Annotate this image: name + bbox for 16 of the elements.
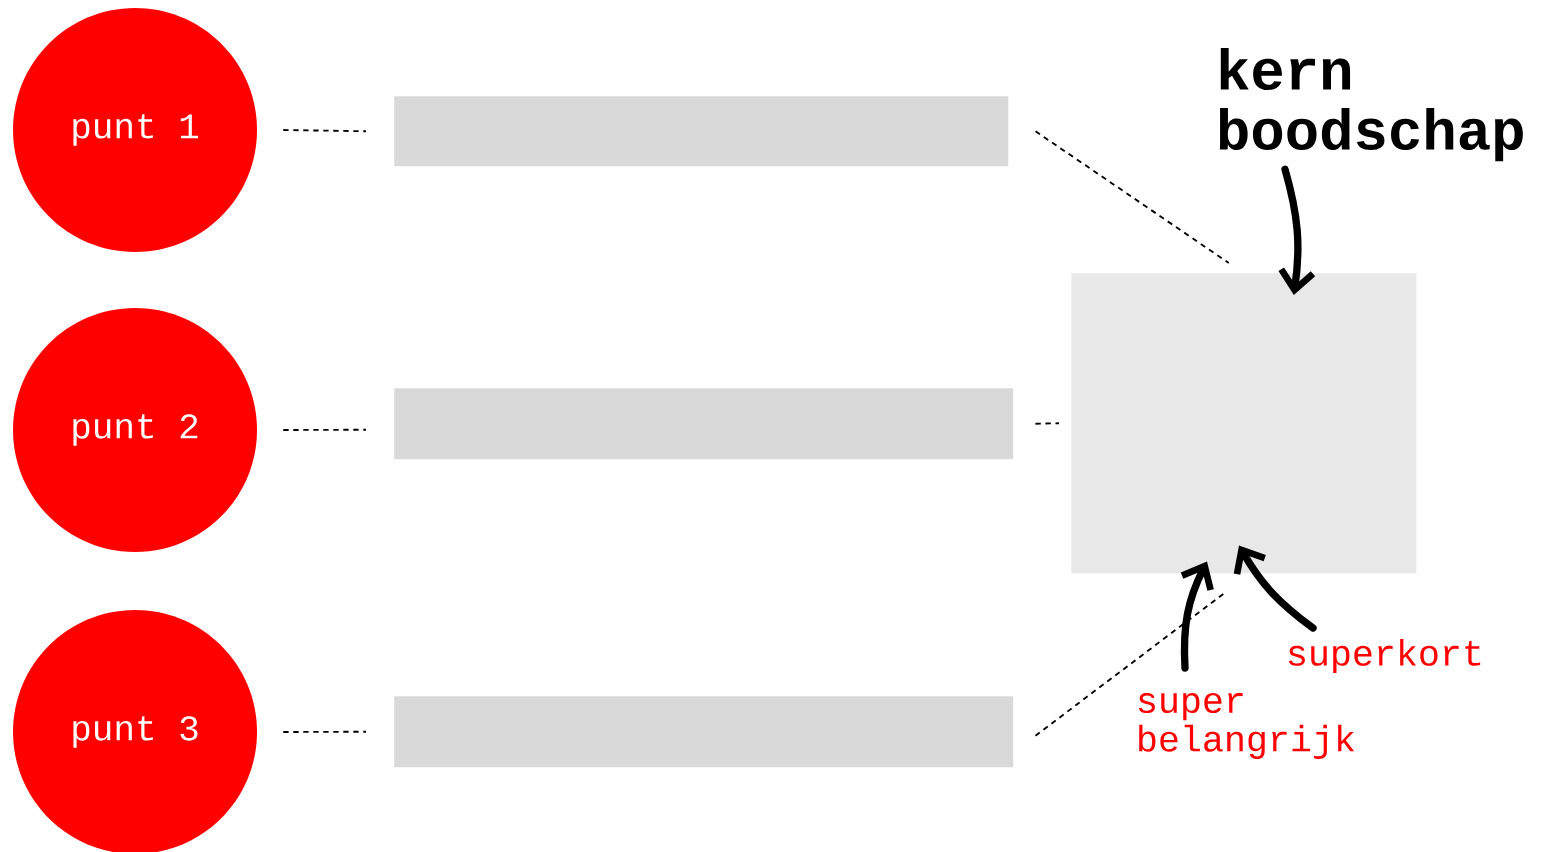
arrow <box>1180 561 1214 672</box>
bar <box>394 96 1009 167</box>
dashed-line <box>282 129 367 133</box>
dashed-line <box>282 428 367 431</box>
bar <box>394 388 1014 460</box>
dashed-line <box>1034 130 1230 264</box>
dashed-line <box>1034 592 1225 737</box>
annotation-text: superkort <box>1288 638 1481 674</box>
dashed-line <box>282 730 367 733</box>
box <box>1071 273 1417 574</box>
arrow <box>1278 165 1316 295</box>
annotation-text: super belangrijk <box>1138 692 1355 759</box>
arrow <box>1233 545 1317 632</box>
heading-text: kern boodschap <box>1219 47 1523 162</box>
bar <box>394 696 1014 768</box>
dashed-line <box>1034 422 1060 425</box>
